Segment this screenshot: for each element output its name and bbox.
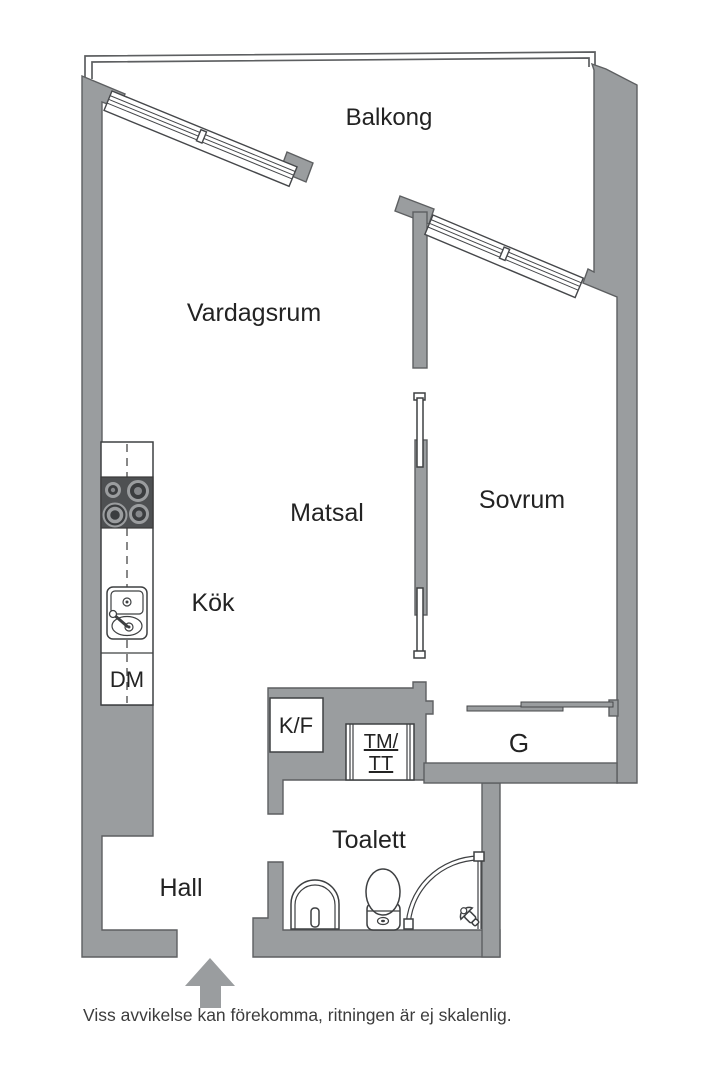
washbasin [290,879,340,930]
toilet [365,868,401,931]
toilet-right-wall [481,782,501,958]
disclaimer-text: Viss avvikelse kan förekomma, ritningen … [83,1005,512,1025]
living-room-window [103,90,298,188]
toilet-fixtures [290,851,485,931]
wardrobe-door-bracket [608,699,619,717]
fridge-freezer-box [269,697,324,753]
label-toilet: Toalett [332,826,406,854]
entrance-arrow-icon [185,958,235,1008]
label-dishwasher: DM [110,667,144,692]
kitchen-counter [100,441,154,706]
stove [100,476,154,529]
label-balcony: Balkong [346,104,433,131]
sliding-door-leaves [413,392,426,659]
shower [403,851,485,930]
wardrobe-bottom-wall [423,762,618,784]
wardrobe-sliding-doors [466,701,614,712]
label-fridge-freezer: K/F [279,713,313,738]
label-kitchen: Kök [191,589,235,617]
washer-box [345,723,415,781]
label-dining-room: Matsal [290,499,364,527]
label-wardrobe: G [509,728,529,758]
right-exterior-wall [582,62,638,784]
label-washer-line2: TT [369,753,393,775]
appliance-boxes [269,697,415,781]
sink [106,586,148,640]
shower-head-icon [459,906,480,927]
bedroom-window [423,214,585,299]
divider-wall-upper [412,211,428,369]
balcony-railing [84,51,596,80]
label-hall: Hall [159,874,202,902]
label-bedroom: Sovrum [479,486,565,514]
label-living-room: Vardagsrum [187,299,321,327]
label-washer-line1: TM/ [364,731,399,753]
